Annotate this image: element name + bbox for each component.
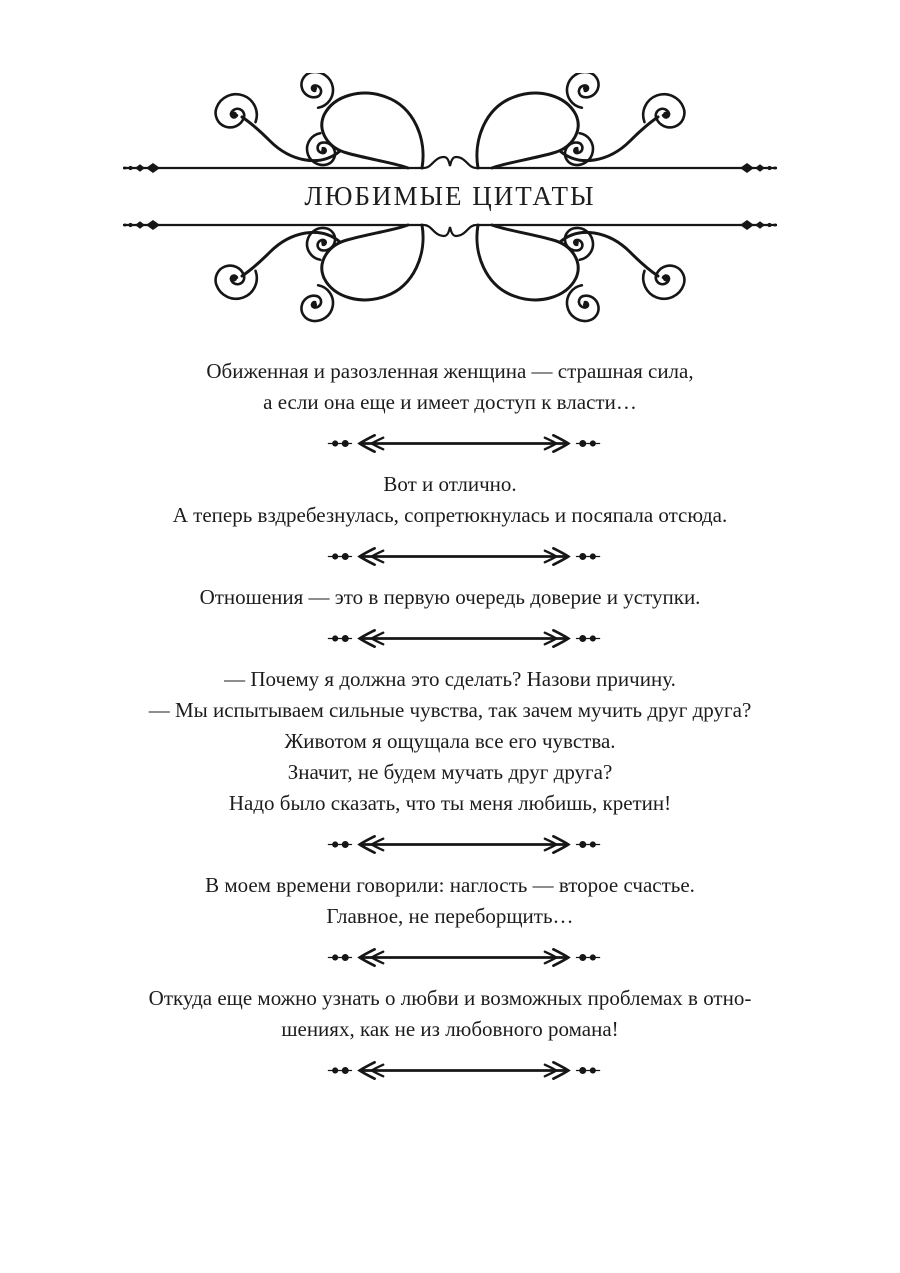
quote-line: шениях, как не из любовного романа! — [281, 1017, 619, 1041]
section-divider-icon — [319, 945, 609, 970]
quote-line: Надо было сказать, что ты меня любишь, к… — [228, 791, 672, 815]
quote-line: А теперь вздребезнулась, сопретюкнулась … — [172, 503, 728, 527]
quote-block: Вот и отлично. А теперь вздребезнулась, … — [0, 469, 900, 531]
quote-line: В моем времени говорили: наглость — втор… — [205, 873, 695, 897]
section-divider-icon — [319, 431, 609, 456]
quote-line: Значит, не будем мучать друг друга? — [287, 760, 613, 784]
quote-line: Откуда еще можно узнать о любви и возмож… — [148, 986, 752, 1010]
quote-block: Отношения — это в первую очередь доверие… — [0, 582, 900, 613]
book-page: ЛЮБИМЫЕ ЦИТАТЫ Обиженная и разозленная ж… — [0, 73, 900, 1273]
quote-line: а если она еще и имеет доступ к власти… — [263, 390, 637, 414]
quote-line: Обиженная и разозленная женщина — страшн… — [206, 359, 694, 383]
quote-block: Откуда еще можно узнать о любви и возмож… — [0, 983, 900, 1045]
quote-block: — Почему я должна это сделать? Назови пр… — [0, 664, 900, 819]
quote-line: — Почему я должна это сделать? Назови пр… — [224, 667, 676, 691]
header-flourish-icon — [123, 73, 777, 323]
section-divider-icon — [319, 832, 609, 857]
quote-line: Главное, не переборщить… — [326, 904, 574, 928]
section-divider-icon — [319, 1058, 609, 1083]
quote-line: — Мы испытываем сильные чувства, так зач… — [148, 698, 752, 722]
quote-line: Отношения — это в первую очередь доверие… — [199, 585, 701, 609]
section-divider-icon — [319, 626, 609, 651]
header-flourish: ЛЮБИМЫЕ ЦИТАТЫ — [0, 73, 900, 323]
quote-block: Обиженная и разозленная женщина — страшн… — [0, 356, 900, 418]
section-divider-icon — [319, 544, 609, 569]
quote-line: Животом я ощущала все его чувства. — [284, 729, 616, 753]
page-title: ЛЮБИМЫЕ ЦИТАТЫ — [304, 181, 596, 211]
quote-block: В моем времени говорили: наглость — втор… — [0, 870, 900, 932]
quote-line: Вот и отлично. — [383, 472, 517, 496]
quotes-list: Обиженная и разозленная женщина — страшн… — [0, 356, 900, 1083]
